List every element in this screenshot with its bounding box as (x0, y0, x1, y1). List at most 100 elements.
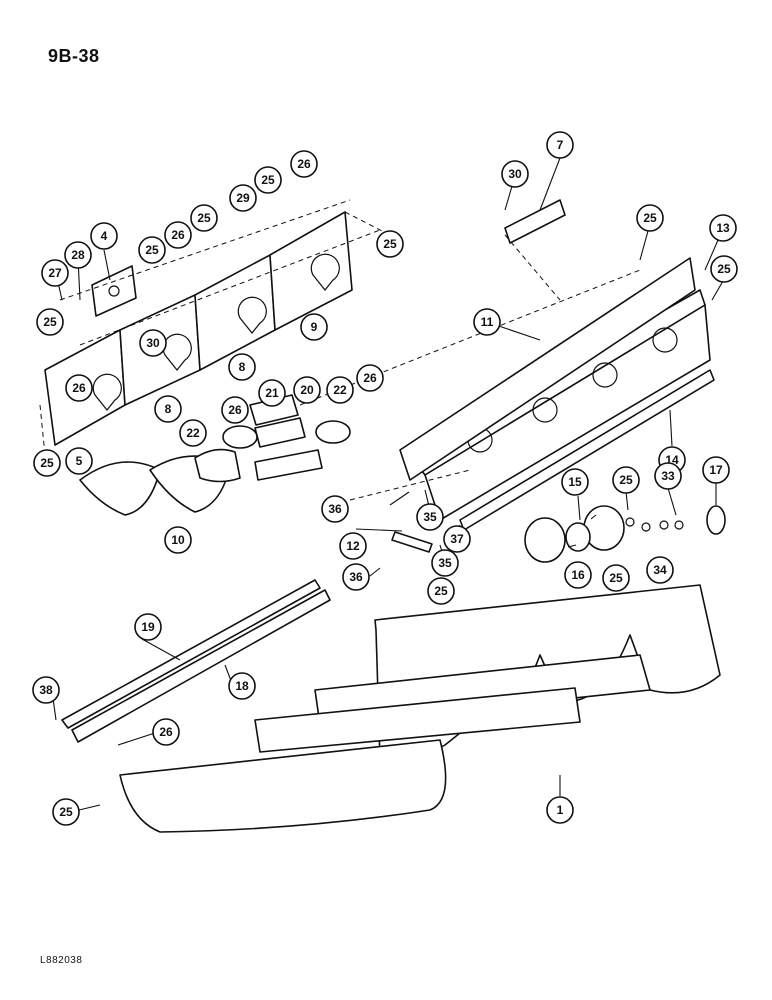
svg-text:25: 25 (40, 456, 54, 470)
callout-29: 28 (64, 241, 92, 269)
svg-text:25: 25 (59, 805, 73, 819)
callout-25-a: 25 (36, 308, 64, 336)
rail-18 (71, 589, 331, 743)
callout-25-g: 25 (710, 255, 738, 283)
svg-text:25: 25 (261, 173, 275, 187)
svg-text:17: 17 (709, 463, 723, 477)
svg-text:25: 25 (43, 315, 57, 329)
callout-26-c: 26 (65, 374, 93, 402)
callout-10: 10 (164, 526, 192, 554)
callout-21: 21 (258, 379, 286, 407)
callout-30-a: 29 (229, 184, 257, 212)
callout-5: 7 (546, 131, 574, 159)
svg-text:30: 30 (146, 336, 160, 350)
svg-text:11: 11 (481, 315, 494, 329)
callout-35-b: 35 (431, 549, 459, 577)
shaft-coupler (254, 449, 323, 481)
callout-36-b: 36 (342, 563, 370, 591)
clamp-22b (315, 420, 351, 444)
callout-35-a: 35 (416, 503, 444, 531)
svg-text:4: 4 (101, 229, 108, 243)
svg-text:25: 25 (643, 211, 657, 225)
callout-28: 27 (41, 259, 69, 287)
svg-text:9: 9 (311, 320, 318, 334)
svg-text:12: 12 (346, 539, 360, 553)
svg-text:16: 16 (571, 568, 585, 582)
callout-33: 33 (654, 462, 682, 490)
svg-text:38: 38 (39, 683, 53, 697)
svg-text:26: 26 (171, 228, 185, 242)
callout-17: 17 (702, 456, 730, 484)
callout-25-d: 25 (254, 166, 282, 194)
callout-22-a: 22 (326, 376, 354, 404)
svg-text:30: 30 (508, 167, 522, 181)
svg-text:25: 25 (609, 571, 623, 585)
panel-9 (269, 211, 353, 331)
svg-text:29: 29 (236, 191, 250, 205)
svg-text:25: 25 (619, 473, 633, 487)
svg-text:35: 35 (438, 556, 452, 570)
rail-19 (61, 579, 321, 729)
callout-18: 18 (228, 672, 256, 700)
svg-text:25: 25 (383, 237, 397, 251)
callout-30-b: 30 (139, 329, 167, 357)
svg-text:35: 35 (423, 510, 437, 524)
lower-trough-1 (119, 584, 721, 833)
callout-22-b: 22 (179, 419, 207, 447)
sprocket-17 (706, 505, 726, 535)
bearing-16 (565, 522, 591, 552)
callout-25-j: 25 (602, 564, 630, 592)
callout-26-d: 26 (356, 364, 384, 392)
svg-text:25: 25 (145, 243, 159, 257)
callout-13: 13 (709, 214, 737, 242)
auger-flighting-10 (79, 448, 241, 516)
callout-15: 15 (561, 468, 589, 496)
page-number: 9B-38 (48, 46, 100, 66)
svg-text:8: 8 (239, 360, 246, 374)
callout-30-c: 30 (501, 160, 529, 188)
pin-12 (391, 531, 433, 553)
svg-text:5: 5 (76, 454, 83, 468)
callout-4: 4 (90, 222, 118, 250)
svg-text:27: 27 (48, 266, 62, 280)
svg-text:20: 20 (300, 383, 314, 397)
callout-16: 16 (564, 561, 592, 589)
cover-5 (504, 199, 566, 244)
washers-33-34 (625, 517, 684, 532)
callout-26-a: 26 (164, 221, 192, 249)
svg-text:25: 25 (434, 584, 448, 598)
drawing-reference: L882038 (40, 955, 83, 966)
svg-text:13: 13 (716, 221, 730, 235)
svg-text:36: 36 (328, 502, 342, 516)
callout-26-b: 26 (290, 150, 318, 178)
svg-text:19: 19 (141, 620, 155, 634)
svg-text:25: 25 (717, 262, 731, 276)
callout-26-f: 26 (152, 718, 180, 746)
svg-text:21: 21 (265, 386, 279, 400)
svg-text:7: 7 (557, 138, 564, 152)
svg-text:36: 36 (349, 570, 363, 584)
callout-34: 34 (646, 556, 674, 584)
callout-7: 5 (65, 447, 93, 475)
svg-text:37: 37 (450, 532, 464, 546)
callout-1: 1 (546, 796, 574, 824)
clamp-22a (222, 425, 258, 449)
callout-8-b: 8 (154, 395, 182, 423)
svg-text:26: 26 (297, 157, 311, 171)
callout-20: 20 (293, 376, 321, 404)
svg-text:25: 25 (197, 211, 211, 225)
callout-27: 26 (221, 396, 249, 424)
callout-26-e: 25 (636, 204, 664, 232)
svg-text:10: 10 (171, 533, 185, 547)
svg-text:15: 15 (568, 475, 582, 489)
side-plate-13 (399, 257, 696, 481)
svg-text:26: 26 (72, 381, 86, 395)
callout-25-i: 25 (612, 466, 640, 494)
callout-19: 19 (134, 613, 162, 641)
bearing-plate-4 (91, 265, 137, 317)
svg-text:26: 26 (363, 371, 377, 385)
svg-text:26: 26 (228, 403, 242, 417)
callout-25-h: 25 (427, 577, 455, 605)
svg-text:18: 18 (235, 679, 249, 693)
